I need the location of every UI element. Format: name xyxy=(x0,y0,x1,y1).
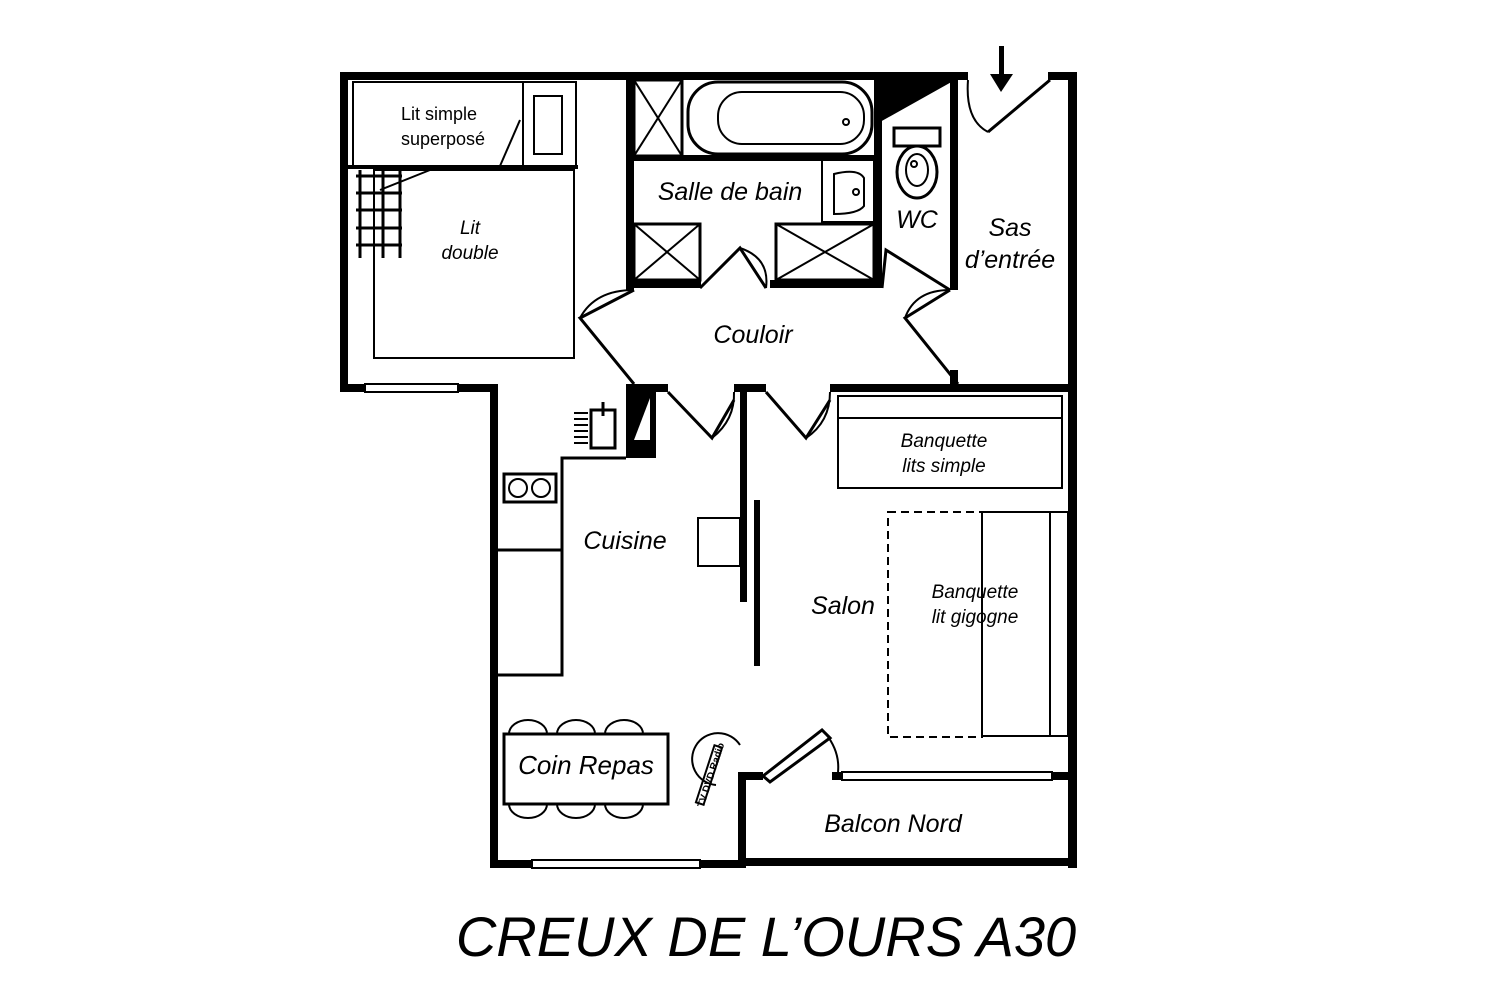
plan-title: CREUX DE L’OURS A30 xyxy=(456,905,1076,968)
toilet-icon xyxy=(892,126,942,200)
label-lit: Lit xyxy=(460,218,481,239)
label-cuisine: Cuisine xyxy=(583,527,666,555)
label-coin-repas: Coin Repas xyxy=(518,750,654,780)
bedroom-furniture xyxy=(352,81,577,359)
kitchen-sink-icon xyxy=(574,402,617,450)
room-labels: Lit simple superposé Lit double Salle de… xyxy=(401,104,1055,838)
label-superpose: superposé xyxy=(401,129,485,149)
entrance-arrow-icon xyxy=(990,46,1013,92)
label-banquette-2: Banquette xyxy=(932,582,1019,603)
dining-table xyxy=(502,719,670,819)
label-lit-simple: Lit simple xyxy=(401,104,477,124)
label-double: double xyxy=(441,243,498,264)
sink-icon xyxy=(821,159,875,223)
stove-icon xyxy=(502,472,558,504)
label-sas: Sas xyxy=(988,214,1031,242)
label-balcon-nord: Balcon Nord xyxy=(824,810,963,838)
walls xyxy=(340,72,1077,868)
ladder-icon xyxy=(356,169,431,258)
label-entree: d’entrée xyxy=(965,246,1055,274)
bathroom-fixtures xyxy=(632,78,942,282)
label-lit-gigogne: lit gigogne xyxy=(932,607,1019,628)
tv-unit-icon xyxy=(691,732,741,807)
label-couloir: Couloir xyxy=(713,321,794,349)
windows xyxy=(364,383,1053,869)
salon-furniture xyxy=(837,395,1069,738)
label-salon: Salon xyxy=(811,592,875,620)
label-lits-simple: lits simple xyxy=(902,456,985,477)
label-salle-de-bain: Salle de bain xyxy=(658,178,803,206)
doors xyxy=(577,78,1051,784)
bathtub-icon xyxy=(686,80,874,156)
label-banquette-1: Banquette xyxy=(901,431,988,452)
kitchen-fixtures xyxy=(498,402,741,819)
label-wc: WC xyxy=(896,206,939,234)
